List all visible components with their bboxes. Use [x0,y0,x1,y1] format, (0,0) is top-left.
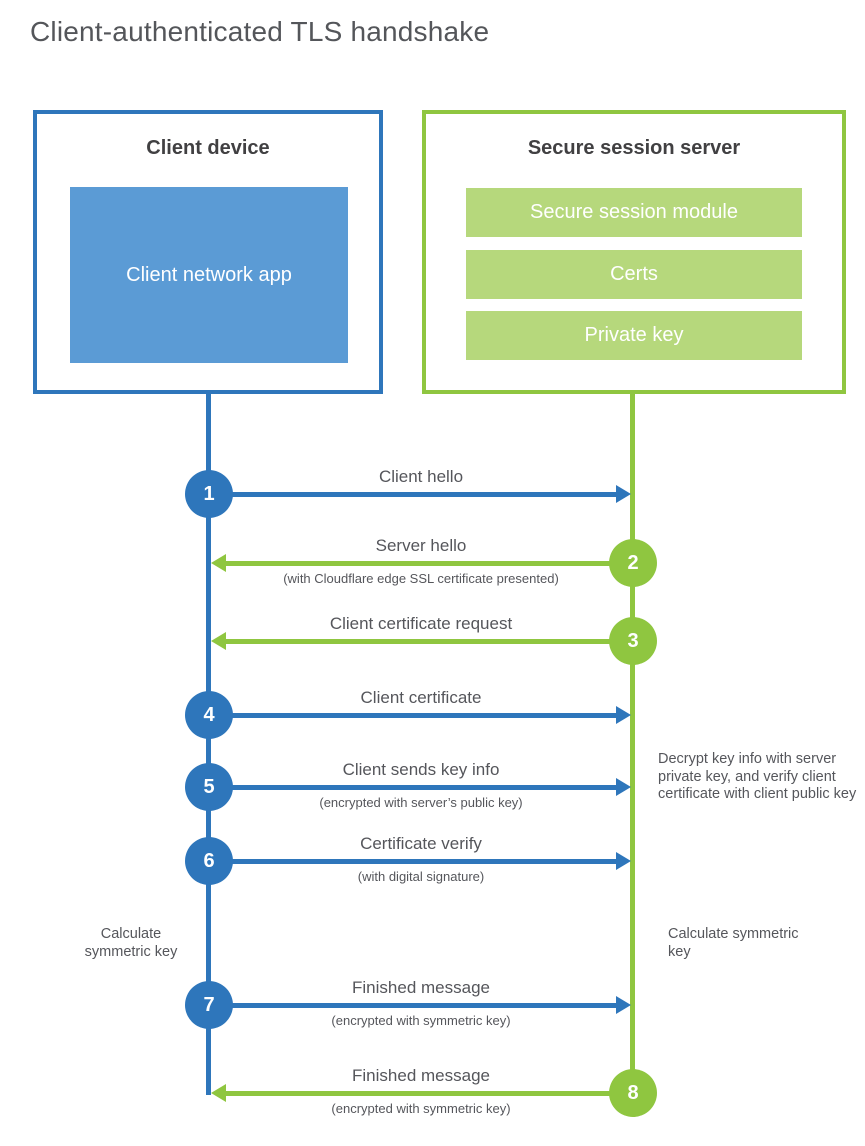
step-6-arrowhead-icon [616,852,631,870]
note-calculate-symmetric-key-client: Calculate symmetric key [84,926,178,960]
step-2-arrow-shaft [225,561,633,566]
step-3-circle: 3 [609,617,657,665]
step-2-label: Server hello [375,536,467,555]
step-3-arrow-shaft [225,639,633,644]
client-device-title: Client device [146,137,270,159]
note-calculate-symmetric-key-server: Calculate symmetric key [668,926,799,960]
client-network-app-box: Client network app [70,187,348,363]
step-5-arrow-shaft [209,785,617,790]
server-module-certs: Certs [466,250,802,299]
step-5-label: Client sends key info [342,760,500,779]
step-8-arrowhead-icon [211,1084,226,1102]
step-3-arrowhead-icon [211,632,226,650]
step-2-sublabel: (with Cloudflare edge SSL certificate pr… [283,571,559,586]
server-module-private-key: Private key [466,311,802,360]
server-module-secure-session-module: Secure session module [466,188,802,237]
step-7-label: Finished message [352,978,490,997]
step-2-arrowhead-icon [211,554,226,572]
note-decrypt-key-info: Decrypt key info with server private key… [658,751,857,802]
step-3-label: Client certificate request [329,614,513,633]
step-5-circle: 5 [185,763,233,811]
step-8-sublabel: (encrypted with symmetric key) [331,1101,511,1116]
step-4-circle: 4 [185,691,233,739]
step-5-sublabel: (encrypted with server’s public key) [319,795,523,810]
step-4-arrow-shaft [209,713,617,718]
step-5-arrowhead-icon [616,778,631,796]
step-1-circle: 1 [185,470,233,518]
server-lifeline [630,392,635,1093]
step-6-sublabel: (with digital signature) [357,869,485,884]
step-7-arrow-shaft [209,1003,617,1008]
step-7-sublabel: (encrypted with symmetric key) [331,1013,511,1028]
step-1-label: Client hello [378,467,464,486]
step-6-arrow-shaft [209,859,617,864]
step-7-arrowhead-icon [616,996,631,1014]
step-8-label: Finished message [352,1066,490,1085]
secure-session-server-title: Secure session server [527,137,741,159]
step-8-arrow-shaft [225,1091,633,1096]
step-4-label: Client certificate [360,688,482,707]
step-1-arrow-shaft [209,492,617,497]
step-7-circle: 7 [185,981,233,1029]
step-6-circle: 6 [185,837,233,885]
client-lifeline [206,392,211,1095]
step-4-arrowhead-icon [616,706,631,724]
step-2-circle: 2 [609,539,657,587]
step-6-label: Certificate verify [360,834,482,853]
page-title: Client-authenticated TLS handshake [30,16,490,47]
step-8-circle: 8 [609,1069,657,1117]
step-1-arrowhead-icon [616,485,631,503]
